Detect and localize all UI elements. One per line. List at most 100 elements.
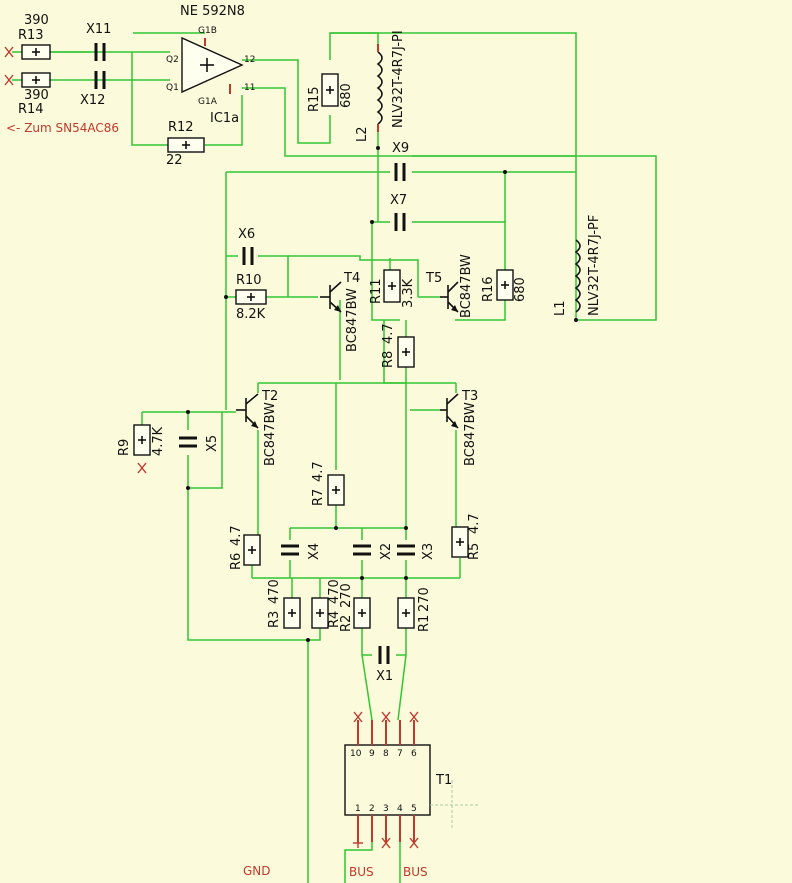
r14-value: 390	[24, 88, 49, 103]
resistor-r1: R1 270	[397, 587, 432, 632]
inductor-l2: NLV32T-4R7J-PI L2	[355, 30, 406, 142]
t1-pin-6: 6	[411, 749, 417, 759]
gnd-label: GND	[243, 864, 271, 878]
resistor-r9: R9 4.7K	[117, 424, 166, 456]
x7-label: X7	[390, 193, 407, 208]
bus-label-left: BUS	[349, 865, 374, 879]
l1-part: NLV32T-4R7J-PF	[587, 215, 602, 316]
x6-label: X6	[238, 227, 255, 242]
x1-label: X1	[376, 669, 393, 684]
capacitor-x6: X6	[238, 227, 255, 265]
junctions	[186, 146, 578, 642]
r1-value: 270	[417, 587, 432, 612]
r15-ref: R15	[307, 86, 322, 112]
resistor-r11: R11 3.3K	[369, 269, 416, 308]
r7-value: 4.7	[311, 461, 326, 482]
r6-value: 4.7	[229, 525, 244, 546]
r2-ref: R2	[339, 615, 354, 632]
resistor-r15: R15 680	[307, 73, 354, 112]
t1-pin-9: 9	[369, 749, 375, 759]
capacitor-x7: X7	[390, 193, 407, 231]
capacitor-x1: X1	[376, 646, 393, 684]
l1-ref: L1	[553, 300, 568, 316]
sn54ac86-note: <- Zum SN54AC86	[6, 121, 119, 135]
transformer-t1: T1 10 9 8 7 6 1 2 3 4 5	[344, 720, 480, 842]
r8-value: 4.7	[381, 323, 396, 344]
t1-pin-7: 7	[397, 749, 403, 759]
r12-ref: R12	[168, 120, 194, 135]
resistor-r5: R5 4.7	[451, 513, 482, 560]
resistor-r8: R8 4.7	[381, 323, 415, 368]
r6-ref: R6	[229, 553, 244, 570]
t4-part: BC847BW	[345, 288, 360, 352]
r2-value: 270	[339, 583, 354, 608]
capacitor-x11: X11	[86, 22, 111, 61]
opamp-pin-11: 11	[244, 83, 255, 93]
t1-ref: T1	[435, 773, 452, 788]
opamp-name: NE 592N8	[180, 4, 245, 19]
wires	[12, 32, 657, 883]
l2-part: NLV32T-4R7J-PI	[391, 30, 406, 128]
x11-label: X11	[86, 22, 111, 37]
t1-pin-3: 3	[383, 804, 389, 814]
x4-label: X4	[307, 543, 322, 560]
t1-pin-4: 4	[397, 804, 403, 814]
r3-ref: R3	[267, 611, 282, 628]
r8-ref: R8	[381, 351, 396, 368]
r11-value: 3.3K	[401, 278, 416, 308]
opamp-ref: IC1a	[210, 111, 239, 126]
t1-pin-2: 2	[369, 804, 375, 814]
unconnected-markers	[4, 46, 419, 849]
r13-value: 390	[24, 13, 49, 28]
resistor-r7: R7 4.7	[311, 461, 345, 506]
t4-ref: T4	[343, 271, 360, 286]
transistor-t2: T2 BC847BW	[236, 389, 278, 466]
opamp-pin-g1a: G1A	[198, 97, 218, 107]
capacitor-x3: X3	[397, 543, 436, 560]
t1-pin-5: 5	[411, 804, 417, 814]
opamp-pin-12: 12	[244, 55, 255, 65]
bus-label-right: BUS	[403, 865, 428, 879]
r4-value: 470	[327, 579, 342, 604]
r3-value: 470	[267, 579, 282, 604]
r4-ref: R4	[327, 611, 342, 628]
resistor-r2: R2 270	[339, 583, 371, 632]
opamp-pin-g1b: G1B	[198, 26, 217, 36]
r9-value: 4.7K	[151, 426, 166, 456]
r16-value: 680	[513, 277, 528, 302]
capacitor-x2: X2	[353, 543, 394, 560]
resistor-r3: R3 470	[267, 579, 301, 629]
resistor-r6: R6 4.7	[229, 525, 261, 570]
x12-label: X12	[80, 93, 105, 108]
t2-part: BC847BW	[263, 402, 278, 466]
resistor-r10: R10 8.2K	[235, 273, 267, 322]
resistor-r12: R12 22	[166, 120, 205, 168]
r1-ref: R1	[417, 615, 432, 632]
resistor-r13: 390 R13	[18, 13, 51, 60]
transistor-t3: T3 BC847BW	[440, 389, 478, 466]
t2-ref: T2	[261, 389, 278, 404]
x2-label: X2	[379, 543, 394, 560]
inductor-l1: NLV32T-4R7J-PF L1	[553, 215, 602, 316]
opamp-ic1a: NE 592N8 G1B G1A Q2 Q1 12 11 IC1a	[166, 4, 255, 126]
x9-label: X9	[392, 141, 409, 156]
r5-ref: R5	[467, 543, 482, 560]
l2-ref: L2	[355, 126, 370, 142]
opamp-pin-q1: Q1	[166, 83, 179, 93]
x5-label: X5	[205, 435, 220, 452]
resistor-r4: R4 470	[311, 579, 342, 629]
t1-pin-8: 8	[383, 749, 389, 759]
r16-ref: R16	[481, 276, 496, 302]
capacitor-x5: X5	[179, 435, 220, 452]
t1-pin-1: 1	[355, 804, 361, 814]
r10-value: 8.2K	[236, 307, 266, 322]
capacitor-x9: X9	[392, 141, 409, 181]
r11-ref: R11	[369, 278, 384, 304]
capacitor-x12: X12	[80, 71, 106, 108]
t1-pin-10: 10	[350, 749, 362, 759]
r10-ref: R10	[236, 273, 262, 288]
r7-ref: R7	[311, 489, 326, 506]
resistor-r14: 390 R14	[18, 72, 51, 117]
r15-value: 680	[339, 83, 354, 108]
r5-value: 4.7	[467, 513, 482, 534]
